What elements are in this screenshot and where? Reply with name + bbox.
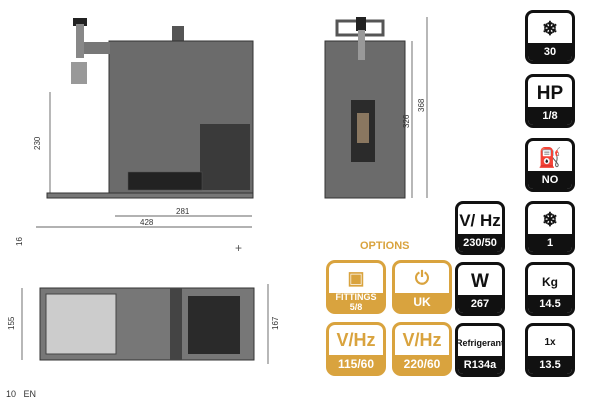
spec-label: HP	[536, 82, 564, 104]
spec-value: NO	[528, 171, 572, 189]
options-title: OPTIONS	[360, 240, 410, 252]
option-label: FITTINGS	[335, 292, 377, 302]
spec-value: 267	[458, 295, 502, 313]
fitting-icon: ▣	[329, 263, 383, 293]
side-view: 230 16 281 428 +	[15, 18, 254, 255]
svg-text:+: +	[235, 241, 242, 255]
spec-label: W	[471, 270, 489, 292]
page-number: 10	[6, 389, 17, 399]
pump-spec: ⛽ NO	[525, 138, 575, 192]
top-view: 155 167	[7, 284, 280, 364]
coil-label: 1x	[544, 337, 556, 348]
dim-167: 167	[271, 316, 280, 330]
pump-icon: ⛽	[538, 147, 562, 169]
spec-value: 13.5	[528, 356, 572, 374]
option-uk: ⏻ UK	[392, 260, 452, 314]
dim-230: 230	[33, 136, 42, 150]
dim-428: 428	[140, 218, 154, 227]
front-view: 368 326	[324, 17, 428, 199]
uk-plug-icon: ⏻	[395, 263, 449, 293]
spec-value: 1	[528, 234, 572, 252]
glass-spec: ❄ 1	[525, 201, 575, 255]
option-label: UK	[413, 295, 431, 309]
spec-value: R134a	[458, 356, 502, 374]
spec-label: Refrigerant	[456, 337, 505, 348]
option-sub: 5/8	[349, 302, 363, 312]
option-label: V/Hz	[395, 325, 449, 355]
refrigerant-spec: Refrigerant R134a	[455, 323, 505, 377]
power-spec: W 267	[455, 262, 505, 316]
option-sub: 115/60	[337, 357, 375, 371]
spec-value: 230/50	[458, 234, 502, 252]
option-label: V/Hz	[329, 325, 383, 355]
option-fittings: ▣ FITTINGS 5/8	[326, 260, 386, 314]
option-sub: 220/60	[403, 357, 441, 371]
page-footer: 10 EN	[6, 389, 36, 399]
option-220-60: V/Hz 220/60	[392, 322, 452, 376]
glass-icon: ❄	[542, 210, 558, 231]
weight-icon: Kg	[528, 265, 572, 298]
voltage-spec: V/ Hz 230/50	[455, 201, 505, 255]
spec-value: 1/8	[528, 107, 572, 125]
dim-155: 155	[7, 316, 16, 330]
spec-value: 14.5	[528, 295, 572, 313]
language-code: EN	[23, 389, 37, 399]
cooling-capacity-spec: ❄ 30	[525, 10, 575, 64]
dim-281: 281	[176, 207, 190, 216]
spec-label: V/ Hz	[459, 210, 501, 230]
dim-16: 16	[15, 237, 24, 246]
horsepower-spec: HP 1/8	[525, 74, 575, 128]
weight-label: Kg	[542, 274, 558, 289]
weight-spec: Kg 14.5	[525, 262, 575, 316]
option-115-60: V/Hz 115/60	[326, 322, 386, 376]
dim-326: 326	[402, 114, 411, 128]
spec-value: 30	[528, 43, 572, 61]
dim-368: 368	[417, 98, 426, 112]
coil-spec: 1x 13.5	[525, 323, 575, 377]
coil-icon: 1x	[528, 326, 572, 359]
snowflake-icon: ❄	[542, 19, 558, 40]
